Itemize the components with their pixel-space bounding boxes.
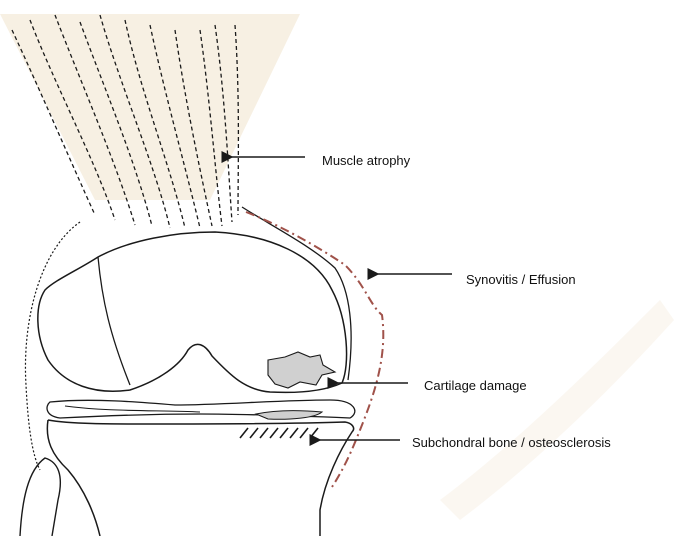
joint-capsule-left — [25, 222, 80, 470]
tibial-cartilage-defect — [256, 411, 322, 420]
label-subchondral-bone: Subchondral bone / osteosclerosis — [412, 435, 611, 451]
synovitis-effusion-line — [246, 212, 383, 490]
label-muscle-atrophy: Muscle atrophy — [322, 153, 410, 169]
label-cartilage-damage: Cartilage damage — [424, 378, 527, 394]
label-synovitis-effusion: Synovitis / Effusion — [466, 272, 576, 288]
tibia — [48, 420, 354, 536]
femur-inner-contour — [98, 257, 130, 385]
cartilage-damage — [268, 352, 335, 388]
subchondral-sclerosis-hatching — [240, 428, 318, 438]
